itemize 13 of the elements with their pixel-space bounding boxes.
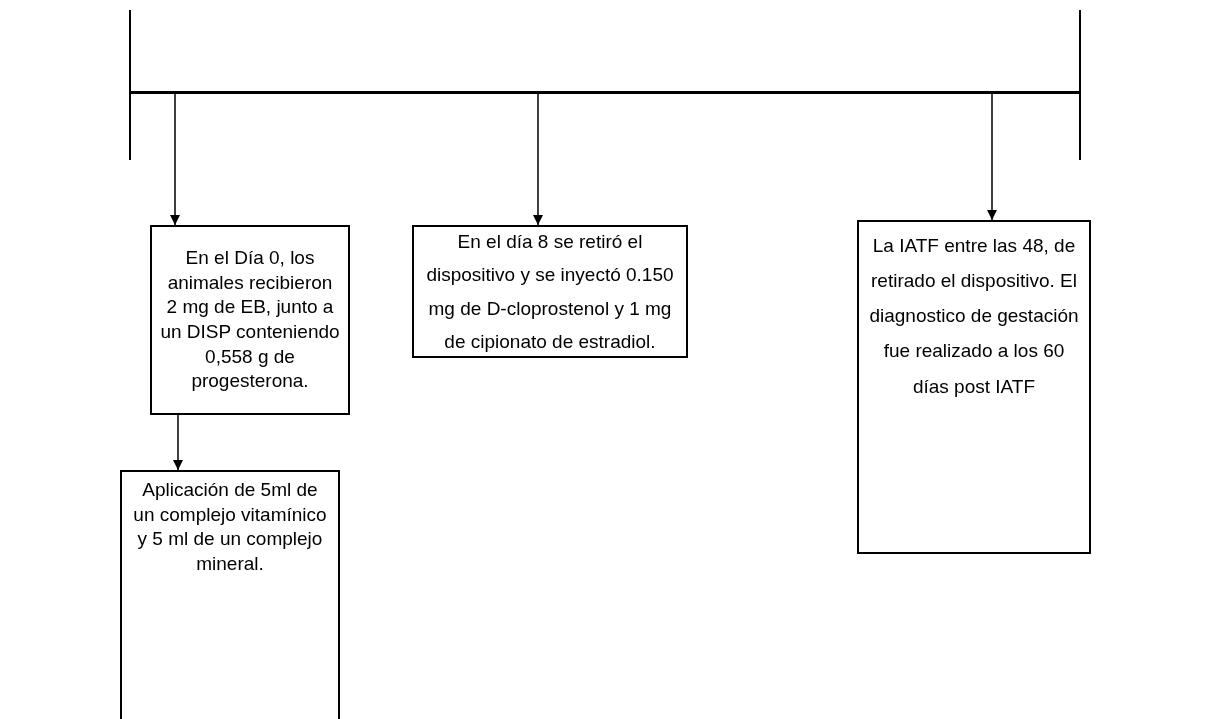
arrow [169,93,181,226]
step-text: La IATF entre las 48, de retirado el dispositivo. El diagnostico de gestación fue realizado a los 60 días post IATF [868,234,1080,399]
step-text: Aplicación de 5ml de un complejo vitamínico y 5 ml de un complejo mineral. [132,478,328,577]
step-box [412,225,688,358]
step-box [120,470,340,719]
step-text: En el día 8 se retiró el dispositivo y se inyectó 0.150 mg de D-cloprostenol y 1 mg de cipionato de estradiol. [425,230,675,354]
arrow [532,93,544,226]
step-box [857,220,1091,554]
step-text: En el Día 0, los animales recibieron 2 mg de EB, junto a un DISP conteniendo 0,558 g de progesterona. [160,245,340,394]
arrow [986,93,998,221]
arrow [172,414,184,471]
step-box [150,225,350,415]
timeline-line [130,91,1080,94]
